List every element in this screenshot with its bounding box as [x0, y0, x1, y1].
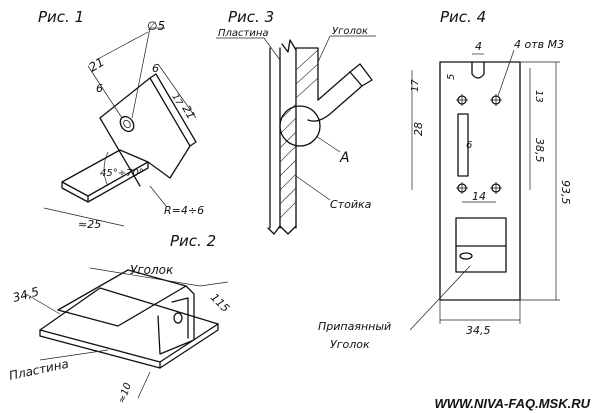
fig4-dim-14: 14 [472, 190, 486, 203]
fig4-corner-hole [459, 252, 473, 260]
fig3-title: Рис. 3 [228, 8, 274, 26]
fig1-dim-line-a [87, 65, 123, 119]
fig3-corner-leader [317, 35, 331, 63]
fig3-post-edges [269, 47, 297, 229]
fig2-dim-10: ≈10 [116, 381, 134, 405]
fig2-dim-345-line [25, 293, 61, 315]
fig2-dim-345: 34,5 [11, 284, 40, 304]
fig2-dim-10-line [137, 371, 151, 399]
fig4-title: Рис. 4 [440, 8, 486, 26]
figure-1: Рис. 1 ∅5 21 6 6 21 17 45°÷70° R=4÷6 ≈25 [38, 8, 204, 231]
fig3-break-mark [281, 39, 297, 53]
fig1-width-dim [43, 207, 125, 227]
fig2-hole [173, 312, 183, 324]
fig3-corner-vertical [295, 47, 319, 101]
fig3-detail-circle [279, 105, 321, 147]
fig4-dim-4: 4 [475, 40, 482, 53]
fig3-detail-label: А [339, 150, 350, 166]
fig4-soldered-label-1: Припаянный [318, 320, 391, 333]
fig4-mid-slot [457, 113, 469, 177]
fig4-holes-label: 4 отв M3 [514, 38, 564, 51]
fig1-hole [119, 115, 135, 133]
fig2-corner-label: Уголок [130, 263, 174, 277]
fig4-plate [439, 61, 521, 301]
fig1-title: Рис. 1 [38, 8, 84, 26]
fig4-soldered-corner [455, 217, 507, 273]
fig2-corner-top [57, 269, 187, 327]
fig2-dim-top [89, 267, 201, 287]
fig2-plate-leader [39, 349, 109, 361]
fig4-dim-935: 93,5 [559, 180, 572, 205]
fig2-corner-upright [157, 285, 195, 355]
fig4-dim-28: 28 [412, 122, 425, 136]
fig3-plate-label: Пластина [218, 28, 269, 39]
fig3-plate-leader [263, 37, 281, 61]
fig1-dim-6-top: 6 [152, 62, 159, 75]
fig1-dim-right [157, 63, 197, 119]
fig1-dim-21-right: 21 [179, 103, 197, 122]
fig2-dim-115: 115 [208, 291, 232, 315]
fig4-dim-13: 13 [533, 90, 544, 103]
fig4-holes-leader [497, 49, 515, 97]
fig3-post-label: Стойка [330, 198, 372, 211]
fig1-base-edge2 [87, 161, 149, 203]
fig1-radius: R=4÷6 [164, 204, 204, 217]
fig1-angle: 45°÷70° [100, 168, 144, 179]
fig3-corner-label: Уголок [332, 26, 368, 37]
site-url: WWW.NIVA-FAQ.MSK.RU [435, 396, 591, 411]
fig1-upright-thickness [149, 73, 197, 147]
fig1-radius-leader [149, 185, 167, 207]
fig1-diameter: ∅5 [147, 19, 165, 33]
fig2-title: Рис. 2 [170, 232, 216, 250]
fig4-soldered-label-2: Уголок [330, 338, 370, 351]
fig4-dim-5: 5 [446, 74, 457, 80]
fig4-dim-345: 34,5 [466, 324, 491, 337]
fig3-corner-arm [307, 71, 363, 122]
fig4-dim-6: 6 [466, 140, 472, 151]
fig1-hole-inner [123, 119, 131, 129]
fig3-hatch [279, 49, 319, 219]
fig4-soldered-leader [409, 265, 471, 331]
fig1-dim-17-right: 17 [169, 93, 184, 108]
fig1-dim-21-top: 21 [87, 55, 107, 75]
figure-4: Рис. 4 4 5 6 4 отв M3 17 28 13 38,5 14 [318, 8, 572, 351]
figure-2: Рис. 2 Уголок 34,5 115 Пластина ≈10 [8, 232, 232, 405]
fig2-plate-top [39, 287, 219, 363]
figure-3: Рис. 3 Пластина Уголок [216, 8, 376, 235]
fig3-corner-arm-tip [349, 63, 373, 87]
fig2-dim-115-line [199, 281, 229, 287]
fig4-dim-17: 17 [410, 79, 421, 92]
fig2-plate-label: Пластина [8, 357, 70, 383]
fig1-width: ≈25 [78, 218, 101, 231]
fig2-corner-inner [171, 297, 189, 339]
fig1-diameter-leader [131, 27, 151, 119]
fig1-upright-edge [99, 117, 141, 187]
fig4-top-slot [471, 61, 485, 79]
fig3-post-leader [295, 175, 331, 201]
fig1-dim-line-b [95, 31, 149, 61]
fig3-break-bottom [267, 225, 297, 235]
fig1-dim-6-left: 6 [96, 82, 103, 95]
fig4-dim-385: 38,5 [533, 138, 546, 163]
fig1-angle-arc [103, 151, 109, 187]
fig1-base-edge [61, 181, 89, 203]
fig3-detail-leader [315, 135, 341, 153]
